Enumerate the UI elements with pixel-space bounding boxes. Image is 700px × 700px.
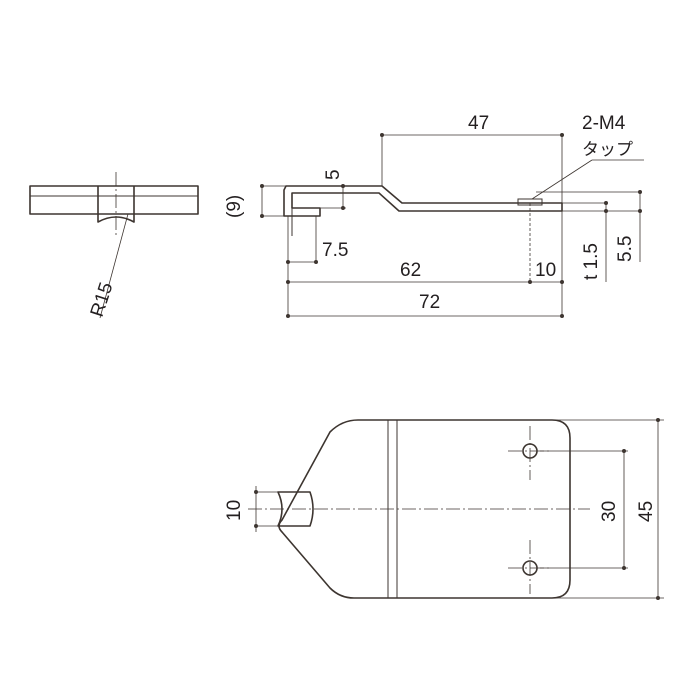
tap-label: 2-M4	[582, 113, 626, 134]
dim-45-label: 45	[636, 501, 657, 522]
top-view: 10 30 45	[224, 418, 664, 600]
dim-62-end-right	[528, 280, 532, 284]
dim-9-end-bottom	[260, 214, 264, 218]
dim-30-end-bottom	[622, 566, 626, 570]
dim-t-end-top	[604, 201, 608, 205]
dim-45-end-top	[656, 418, 660, 422]
dim-10-end-right	[560, 280, 564, 284]
dim-5-end-top	[341, 184, 345, 188]
dim-72-label: 72	[419, 292, 440, 313]
tap-hole-top	[522, 443, 538, 459]
end-view-plate	[29, 185, 199, 215]
side-view: 47 5 (9) 7.5 62 10 72 t 1.5	[224, 113, 644, 318]
dim-5-end-bottom	[341, 206, 345, 210]
radius-label: R15	[87, 280, 118, 320]
dim-nose-end-top	[254, 490, 258, 494]
dim-47-end-right	[560, 133, 564, 137]
dim-5-5-end-top	[638, 190, 642, 194]
dim-5-5-label: 5.5	[615, 236, 636, 262]
tap-leader	[531, 159, 593, 200]
dim-10-side-label: 10	[535, 260, 556, 281]
dim-nose-end-bottom	[254, 524, 258, 528]
dim-t1-5-label: t 1.5	[581, 243, 602, 280]
dim-72-end-left	[286, 314, 290, 318]
dim-7-5-end-right	[314, 260, 318, 264]
tap-note: タップ	[582, 140, 633, 160]
dim-47-label: 47	[468, 113, 489, 134]
radius-leader	[99, 213, 129, 319]
dim-30-end-top	[622, 449, 626, 453]
dim-7-5-label: 7.5	[322, 240, 348, 261]
dim-5-label: 5	[323, 169, 344, 180]
dim-72-end-right	[560, 314, 564, 318]
dim-5-5-end-bottom	[638, 209, 642, 213]
dim-30-label: 30	[599, 501, 620, 522]
side-view-profile	[283, 185, 563, 217]
dim-45-end-bottom	[656, 596, 660, 600]
nose-notch	[277, 491, 314, 527]
end-view: R15	[29, 172, 199, 320]
top-view-outline	[278, 419, 571, 599]
dim-7-5-end-left	[286, 260, 290, 264]
tap-hole-bottom	[522, 560, 538, 576]
dim-47-end-left	[380, 133, 384, 137]
dim-9-label: (9)	[224, 195, 245, 218]
dim-9-end-top	[260, 184, 264, 188]
dim-nose-10-label: 10	[224, 500, 245, 521]
dim-62-end-left	[286, 280, 290, 284]
dim-t-end-bottom	[604, 209, 608, 213]
dim-62-label: 62	[400, 260, 421, 281]
